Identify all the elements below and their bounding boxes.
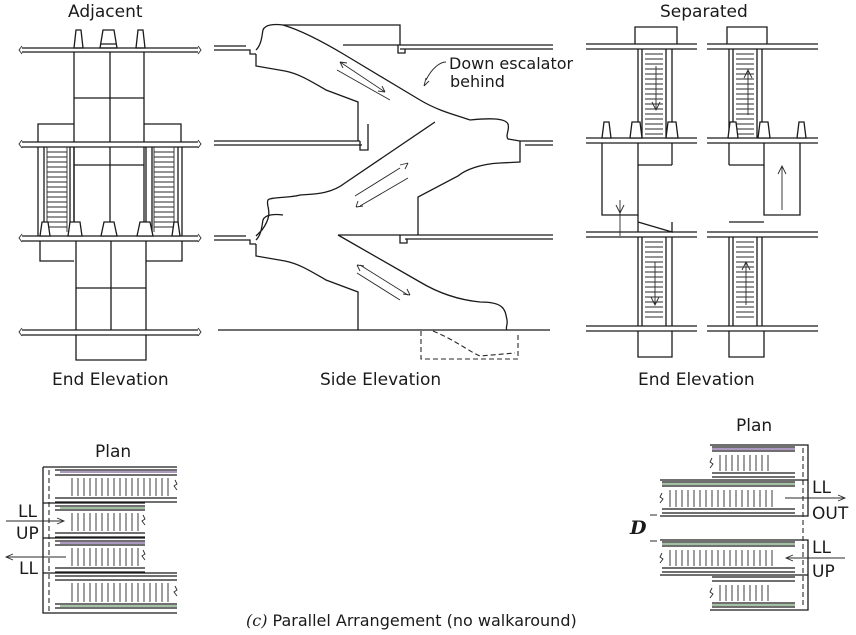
arrow-in [6, 517, 66, 525]
plan-right-label-out: OUT [812, 504, 849, 524]
escalator-right [145, 147, 183, 236]
plan-left-label-ll-out: LL [19, 559, 38, 579]
plan-left-label-up: UP [16, 524, 39, 544]
escalator-down [637, 49, 673, 138]
plan-right-title: Plan [736, 416, 773, 436]
plan-escalator [55, 575, 178, 609]
plan-right [650, 444, 847, 611]
adjacent-end-elevation [18, 29, 202, 361]
dimension-d-label: D [630, 517, 647, 539]
plan-left-label-ll-up: LL [18, 502, 37, 522]
side-elevation [214, 23, 553, 360]
figure-caption: (c) Parallel Arrangement (no walkaround) [246, 613, 577, 629]
caption-prefix: (c) [246, 611, 268, 630]
escalator-left [37, 147, 75, 236]
plan-escalator [55, 469, 178, 503]
plan-left-title: Plan [95, 442, 132, 462]
plan-escalator [55, 540, 146, 573]
escalator-down [637, 237, 673, 326]
plan-escalator [55, 505, 146, 538]
plan-right-label-up: UP [812, 562, 835, 582]
plan-escalator [659, 481, 795, 514]
escalator-up [728, 49, 763, 138]
escalator-up [728, 237, 763, 326]
separated-title: Separated [660, 2, 748, 22]
side-elevation-label: Side Elevation [320, 370, 442, 390]
caption-note: (no walkaround) [446, 611, 577, 630]
adjacent-title: Adjacent [68, 2, 143, 22]
plan-left [4, 466, 178, 614]
plan-escalator [709, 576, 795, 608]
arrow-out [4, 553, 66, 561]
plan-right-label-ll-out: LL [812, 478, 831, 498]
plan-escalator [709, 446, 795, 478]
floor-slab [18, 327, 202, 337]
annotation-behind: behind [450, 72, 505, 91]
plan-right-label-ll-up: LL [812, 538, 831, 558]
separated-end-elevation-label: End Elevation [638, 370, 755, 390]
separated-end-elevation [586, 26, 818, 358]
adjacent-end-elevation-label: End Elevation [52, 370, 169, 390]
arrow-out [785, 494, 847, 502]
arrow-in [784, 554, 845, 562]
plan-escalator [659, 541, 795, 573]
caption-title: Parallel Arrangement [272, 611, 442, 630]
annotation-down-escalator: Down escalator [449, 54, 574, 73]
